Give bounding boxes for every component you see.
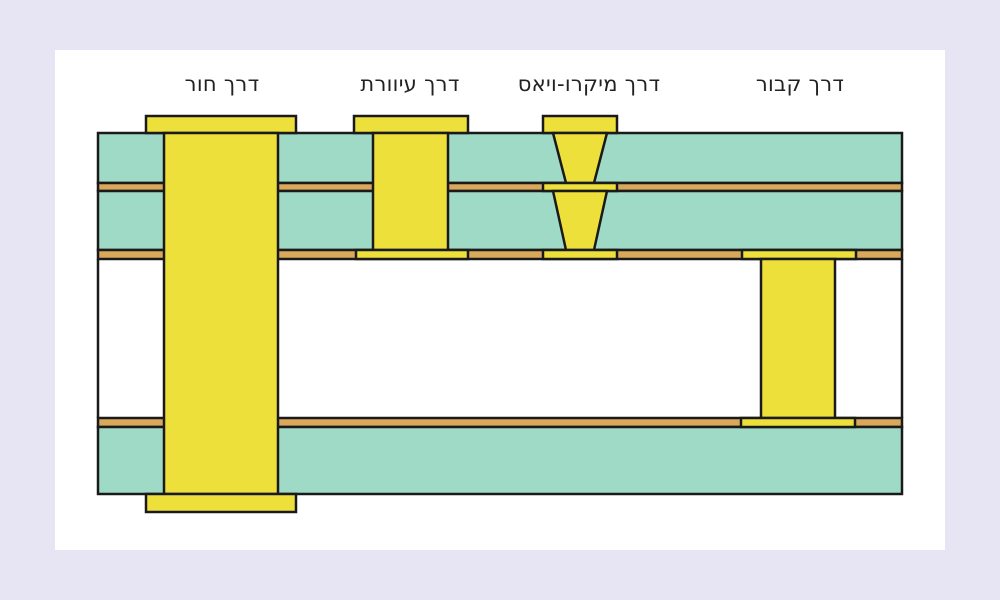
buried-via-top-pad — [740, 248, 858, 261]
blind-via-top-pad — [352, 114, 470, 135]
buried-via-barrel — [759, 257, 837, 420]
label-micro-via: דרך מיקרו-ויאס — [517, 72, 661, 96]
micro-via-top-pad — [541, 114, 619, 135]
buried-via — [739, 248, 858, 429]
blind-via-barrel — [371, 131, 450, 252]
through-hole-barrel — [162, 131, 280, 496]
blind-via — [352, 114, 470, 261]
through-hole-bottom-pad — [144, 492, 298, 514]
blind-via-bottom-pad — [354, 248, 470, 261]
through-hole-top-pad — [144, 114, 298, 135]
micro-via-bottom-pad — [541, 248, 619, 261]
micro-via — [541, 114, 619, 261]
label-buried-via: דרך קבור — [755, 72, 845, 96]
copper-layer-2 — [96, 248, 904, 261]
buried-via-bottom-pad — [739, 416, 857, 429]
label-blind-via: דרך עיוורת — [360, 72, 460, 96]
through-hole-via — [144, 114, 298, 514]
label-through-hole-via: דרך חור — [184, 72, 260, 96]
